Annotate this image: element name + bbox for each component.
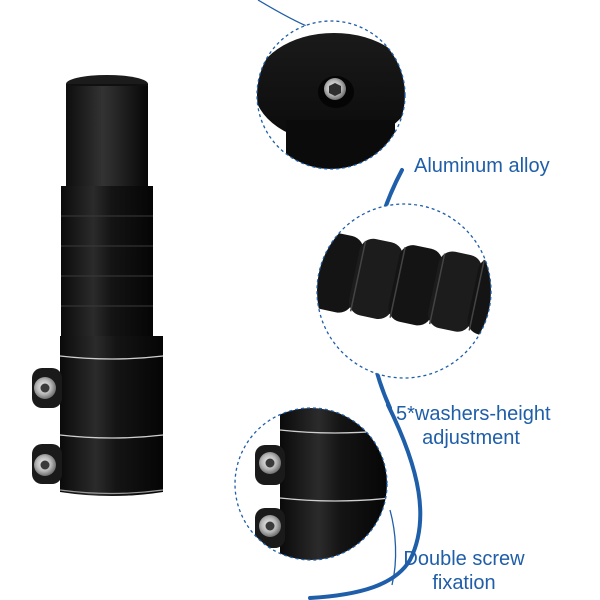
detail-circle-washers bbox=[316, 203, 492, 379]
fixation-label: Double screw fixation bbox=[396, 547, 532, 595]
stem-extender-product bbox=[32, 75, 164, 496]
washers-label-line-1: 5*washers-height bbox=[396, 403, 551, 425]
detail-circle-clamp bbox=[234, 407, 388, 561]
detail-circle-cap bbox=[256, 20, 406, 170]
fixation-label-line-1: Double screw bbox=[403, 548, 525, 570]
material-label: Aluminum alloy bbox=[414, 155, 550, 177]
guide-arc-bottom bbox=[308, 403, 423, 600]
washers-label: 5*washers-height adjustment bbox=[396, 402, 551, 450]
fixation-label-line-2: fixation bbox=[432, 572, 496, 594]
guide-line-bottom bbox=[389, 509, 397, 586]
washers-label-line-2: adjustment bbox=[422, 427, 520, 449]
